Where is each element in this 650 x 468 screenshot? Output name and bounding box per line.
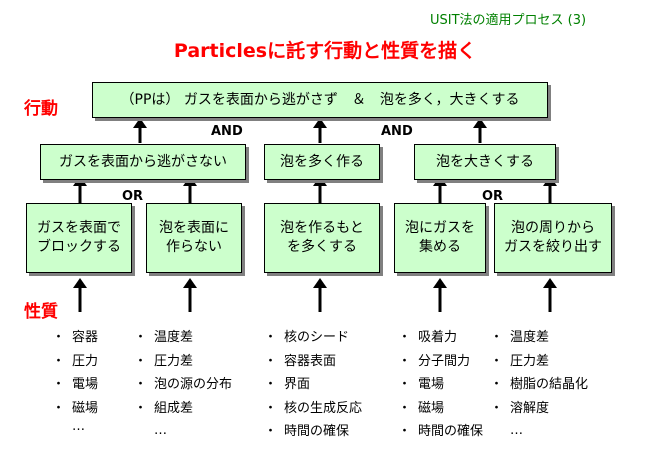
process-header: USIT法の適用プロセス (3) [430,13,587,28]
list-item: ・圧力 [52,353,99,369]
property-list-1: ・容器 ・圧力 ・電場 ・磁場 … [52,326,98,434]
list-item: ・電場 [398,377,445,392]
list-item: ・樹脂の結晶化 [490,377,589,392]
list-item: ・時間の確保 [264,424,350,439]
property-list-2: ・温度差 ・圧力差 ・泡の源の分布 ・組成差 … [134,326,232,438]
list-item: ・分子間力 [398,353,471,369]
list-item: ・溶解度 [490,400,550,416]
properties-label: 性質 [24,302,58,322]
list-item: ・時間の確保 [398,424,484,439]
property-list-4: ・吸着力 ・分子間力 ・電場 ・磁場 ・時間の確保 [398,326,483,444]
leaf-box-no-surface-bubbles: 泡を表面に 作らない [146,203,242,273]
list-ellipsis: … [72,419,85,434]
list-item: ・核の生成反応 [264,400,363,416]
list-item: ・温度差 [134,330,194,345]
leaf-box-block-gas: ガスを表面で ブロックする [26,203,132,273]
list-item: ・界面 [264,377,311,392]
property-list-3: ・核のシード ・容器表面 ・界面 ・核の生成反応 ・時間の確保 [264,326,362,444]
list-item: ・組成差 [134,400,194,416]
leaf-box-squeeze-gas: 泡の周りから ガスを絞り出す [494,203,612,273]
list-ellipsis: … [510,423,523,438]
list-item: ・泡の源の分布 [134,377,233,392]
mid-box-prevent-gas-escape: ガスを表面から逃がさない [40,144,246,180]
mid-box-large-bubbles: 泡を大きくする [414,144,556,180]
list-item: ・容器表面 [264,353,337,369]
leaf-box-gather-gas: 泡にガスを 集める [394,203,486,273]
or-label-2: OR [482,189,504,204]
list-item: ・容器 [52,330,99,345]
list-item: ・核のシード [264,330,350,345]
mid-box-many-bubbles: 泡を多く作る [264,144,380,180]
leaf-box-more-nuclei: 泡を作るもと を多くする [264,203,380,273]
list-item: ・磁場 [398,400,445,416]
list-item: ・圧力差 [134,353,194,369]
and-label-1: AND [211,124,243,139]
and-label-2: AND [381,124,413,139]
list-item: ・吸着力 [398,330,458,345]
list-item: ・温度差 [490,330,550,345]
list-item: ・電場 [52,377,99,392]
behavior-label: 行動 [24,99,58,119]
goal-box: （PPは） ガスを表面から逃がさず ＆ 泡を多く，大きくする [92,82,548,118]
property-list-5: ・温度差 ・圧力差 ・樹脂の結晶化 ・溶解度 … [490,326,588,438]
list-item: ・磁場 [52,400,99,416]
list-ellipsis: … [154,423,167,438]
list-item: ・圧力差 [490,353,550,369]
diagram-title: Particlesに託す行動と性質を描く [173,40,477,62]
or-label-1: OR [122,189,144,204]
